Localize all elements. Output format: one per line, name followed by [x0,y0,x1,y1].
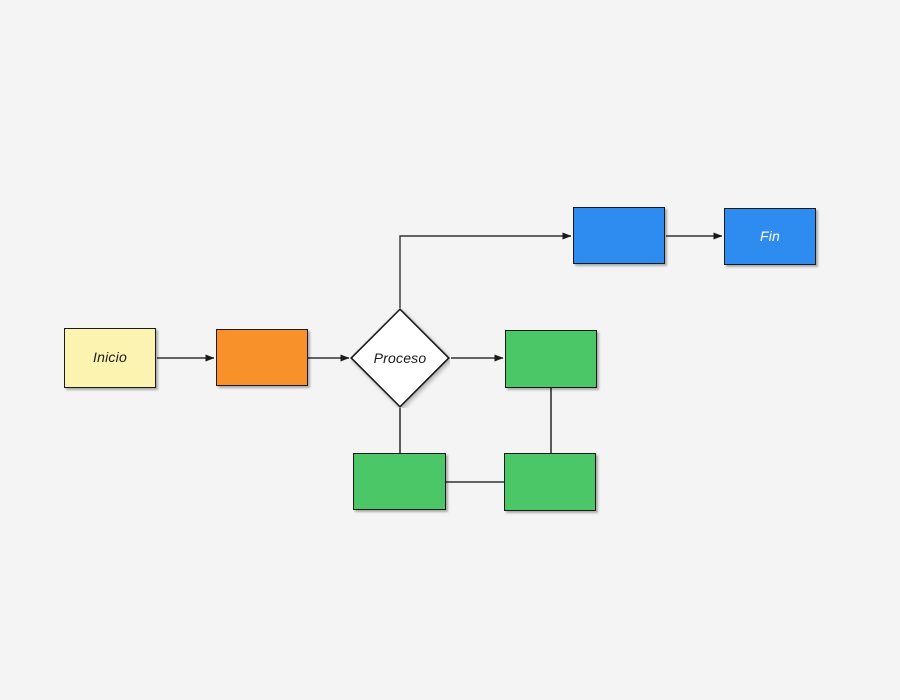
node-fin[interactable]: Fin [724,208,816,265]
node-fin-label: Fin [759,227,781,244]
diamond-shape [350,308,450,408]
node-blue-step[interactable] [573,207,665,264]
node-green-top-right[interactable] [505,330,597,388]
node-green-bottom-left[interactable] [353,453,446,510]
node-inicio[interactable]: Inicio [64,328,156,388]
node-proceso[interactable]: Proceso [350,308,450,408]
node-inicio-label: Inicio [93,349,127,366]
node-green-bottom-right[interactable] [504,453,596,511]
node-proceso-label: Proceso [373,350,427,366]
node-orange-step[interactable] [216,329,308,386]
edge-proceso-to-blue [399,232,572,308]
